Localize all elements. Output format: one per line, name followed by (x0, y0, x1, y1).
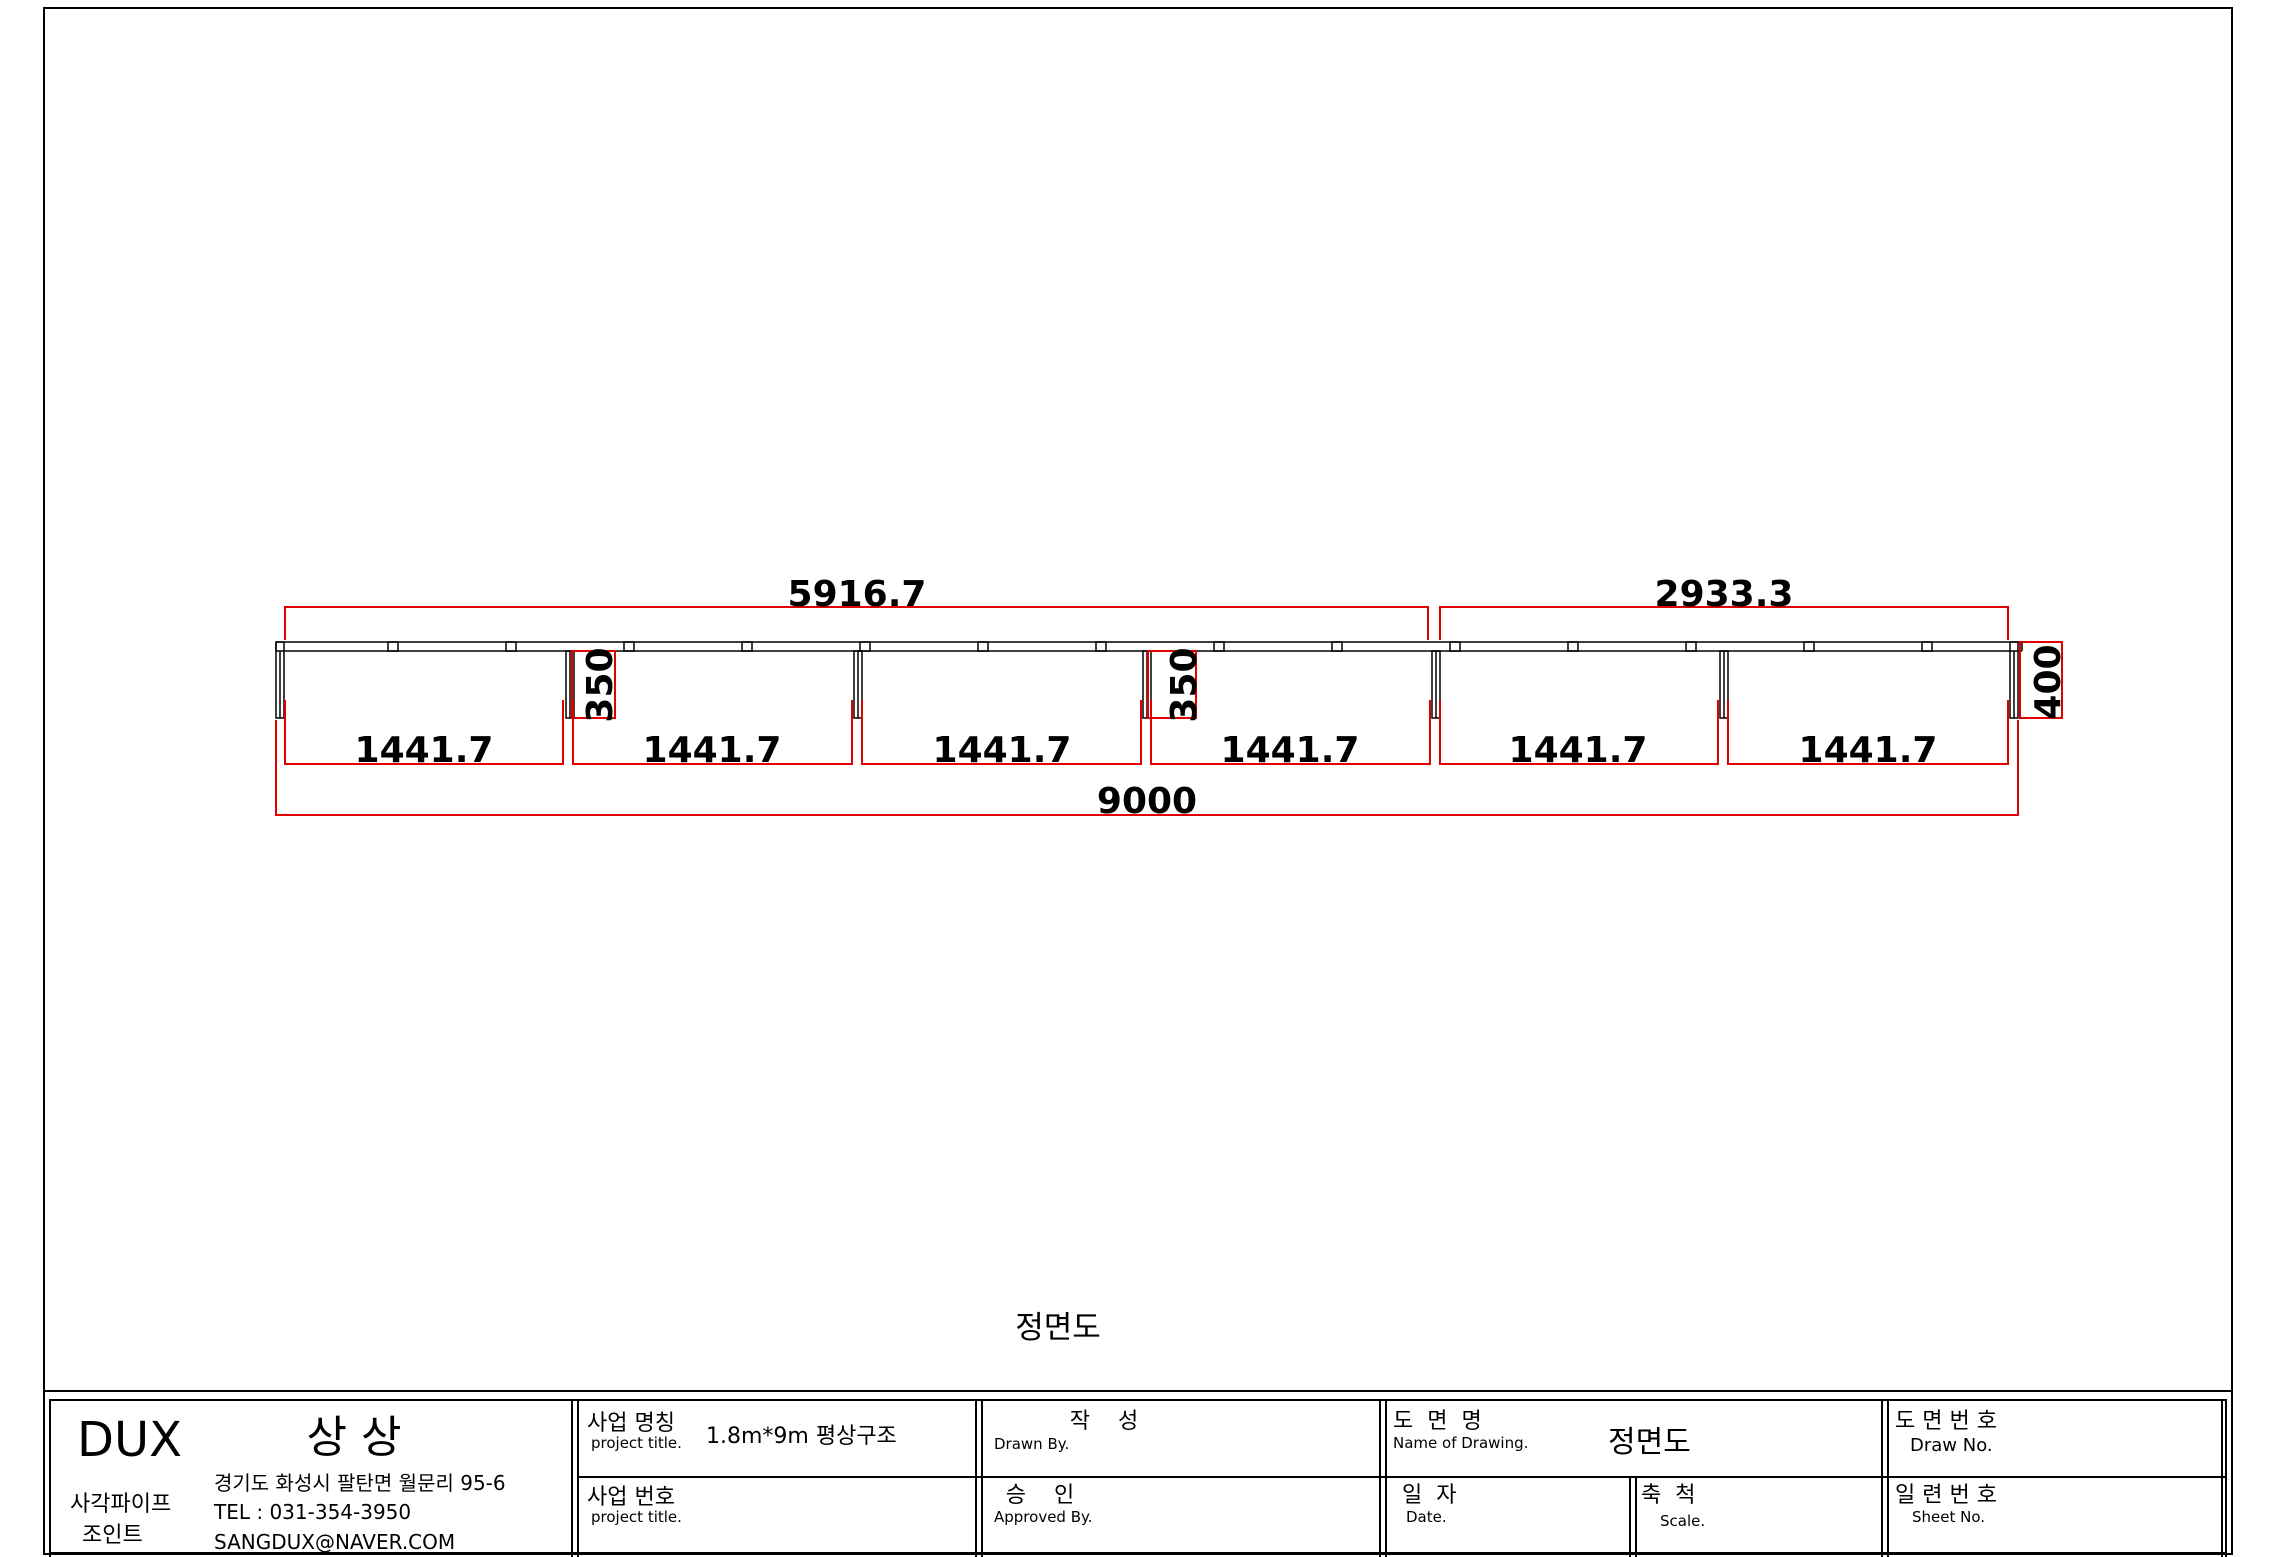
approved-by-label: 승 인 (1006, 1483, 1074, 1508)
approved-by-label-en: Approved By. (994, 1508, 1093, 1526)
drawing-name-label: 도 면 명 (1393, 1409, 1482, 1434)
front-elevation (275, 641, 2023, 719)
dim-end-height: 400 (2028, 644, 2069, 719)
dimension-lines (275, 606, 2063, 816)
drawing-name-label-en: Name of Drawing. (1393, 1434, 1528, 1452)
scale-label: 축 척 (1641, 1483, 1695, 1508)
dim-bay-4: 1441.7 (1221, 730, 1360, 771)
dim-bay-6: 1441.7 (1799, 730, 1938, 771)
company-address: 경기도 화성시 팔탄면 월문리 95-6 (214, 1471, 506, 1495)
dim-overall: 9000 (1097, 781, 1197, 822)
dimension-labels: 5916.7 2933.3 1441.7 1441.7 1441.7 1441.… (355, 574, 2069, 822)
company-tel: TEL : 031-354-3950 (213, 1500, 411, 1524)
title-block (44, 1390, 2232, 1557)
drawing-name-value: 정면도 (1608, 1425, 1691, 1460)
dim-top-left: 5916.7 (788, 574, 927, 615)
dim-bay-3: 1441.7 (933, 730, 1072, 771)
company-brand: DUX (77, 1412, 182, 1468)
draw-no-label: 도 면 번 호 (1895, 1409, 1997, 1434)
dim-bay-1: 1441.7 (355, 730, 494, 771)
dim-bay-2: 1441.7 (643, 730, 782, 771)
company-product-line1: 사각파이프 (70, 1492, 171, 1517)
project-name-label: 사업 명칭 (587, 1411, 675, 1436)
drawn-by-label-en: Drawn By. (994, 1435, 1069, 1453)
dim-top-right: 2933.3 (1655, 574, 1794, 615)
draw-no-label-en: Draw No. (1910, 1435, 1993, 1456)
date-label-en: Date. (1406, 1508, 1447, 1526)
project-name-value: 1.8m*9m 평상구조 (706, 1424, 897, 1449)
company-name: 상 상 (307, 1412, 402, 1463)
dim-height-b: 350 (1164, 647, 1205, 722)
drawing-caption: 정면도 (1015, 1310, 1101, 1346)
project-name-label-en: project title. (591, 1434, 682, 1452)
dim-height-a: 350 (580, 647, 621, 722)
scale-label-en: Scale. (1660, 1512, 1705, 1530)
sheet-no-label: 일 련 번 호 (1895, 1483, 1997, 1508)
project-no-label-en: project title. (591, 1508, 682, 1526)
date-label: 일 자 (1402, 1483, 1456, 1508)
dim-bay-5: 1441.7 (1509, 730, 1648, 771)
company-product-line2: 조인트 (82, 1523, 143, 1548)
company-email: SANGDUX@NAVER.COM (214, 1530, 455, 1554)
sheet-no-label-en: Sheet No. (1912, 1508, 1985, 1526)
project-no-label: 사업 번호 (587, 1485, 675, 1510)
drawn-by-label: 작 성 (1070, 1409, 1138, 1434)
